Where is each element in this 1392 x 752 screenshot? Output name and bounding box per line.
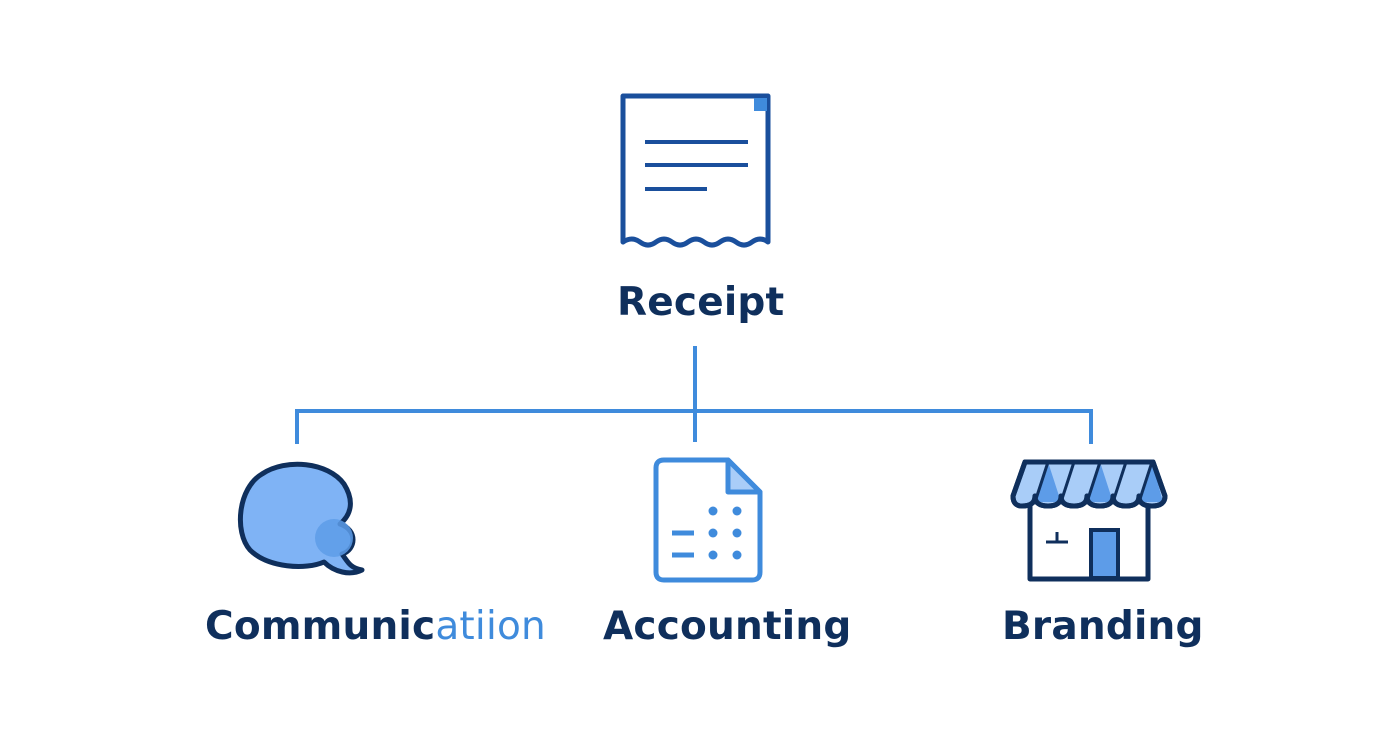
- communication-node-icon: [236, 458, 366, 578]
- receipt-icon: [620, 93, 771, 248]
- branding-node-icon: [1010, 458, 1171, 584]
- receipt-node-icon: [618, 92, 778, 252]
- accounting-label: Accounting: [603, 604, 852, 649]
- branding-label: Branding: [1002, 604, 1204, 649]
- accounting-node-icon: [650, 456, 768, 586]
- root-label: Receipt: [617, 280, 785, 325]
- communication-label: Communicatiion: [205, 607, 546, 646]
- spreadsheet-document-icon: [653, 457, 763, 583]
- storefront-icon: [1010, 459, 1168, 582]
- speech-bubble-icon: [237, 461, 365, 576]
- communication-label-tail: atiion: [435, 604, 546, 649]
- communication-label-main: Communic: [205, 604, 436, 649]
